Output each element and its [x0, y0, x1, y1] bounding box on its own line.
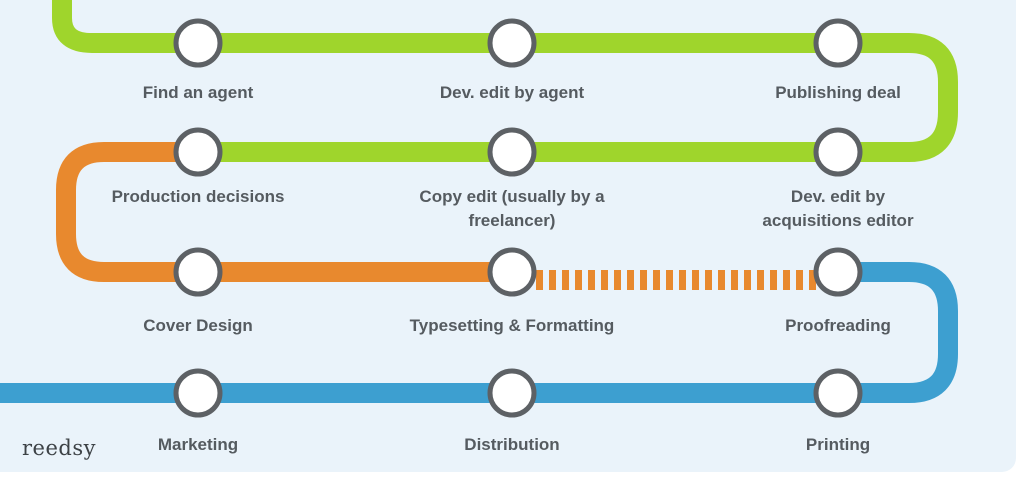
label-cover-design: Cover Design [143, 316, 253, 335]
reedsy-logo: reedsy [22, 436, 96, 460]
label-marketing: Marketing [157, 435, 239, 454]
station-printing [813, 368, 863, 418]
station-distribution [487, 368, 537, 418]
station-marketing [173, 368, 223, 418]
diagram-background: Find an agent Dev. edit by agent Publish… [0, 0, 1016, 472]
blue-line [0, 262, 958, 403]
station-typesetting [487, 247, 537, 297]
label-printing: Printing [805, 435, 871, 454]
station-proofreading [813, 247, 863, 297]
orange-line [56, 142, 512, 282]
green-line [52, 0, 958, 162]
station-publishing-deal [813, 18, 863, 68]
label-production-decisions: Production decisions [111, 187, 285, 206]
label-typesetting: Typesetting & Formatting [409, 316, 615, 335]
station-copy-edit [487, 127, 537, 177]
station-find-agent [173, 18, 223, 68]
stations [173, 18, 863, 418]
station-dev-edit-agent [487, 18, 537, 68]
station-dev-edit-acquisitions [813, 127, 863, 177]
station-production-decisions [173, 127, 223, 177]
label-copy-edit: Copy edit (usually by a freelancer) [419, 187, 605, 230]
label-find-agent: Find an agent [142, 83, 254, 102]
label-dev-edit-acquisitions: Dev. edit by acquisitions editor [762, 187, 914, 230]
label-distribution: Distribution [464, 435, 560, 454]
route-map [0, 0, 958, 418]
label-dev-edit-agent: Dev. edit by agent [439, 83, 585, 102]
station-cover-design [173, 247, 223, 297]
label-proofreading: Proofreading [785, 316, 891, 335]
label-publishing-deal: Publishing deal [775, 83, 901, 102]
